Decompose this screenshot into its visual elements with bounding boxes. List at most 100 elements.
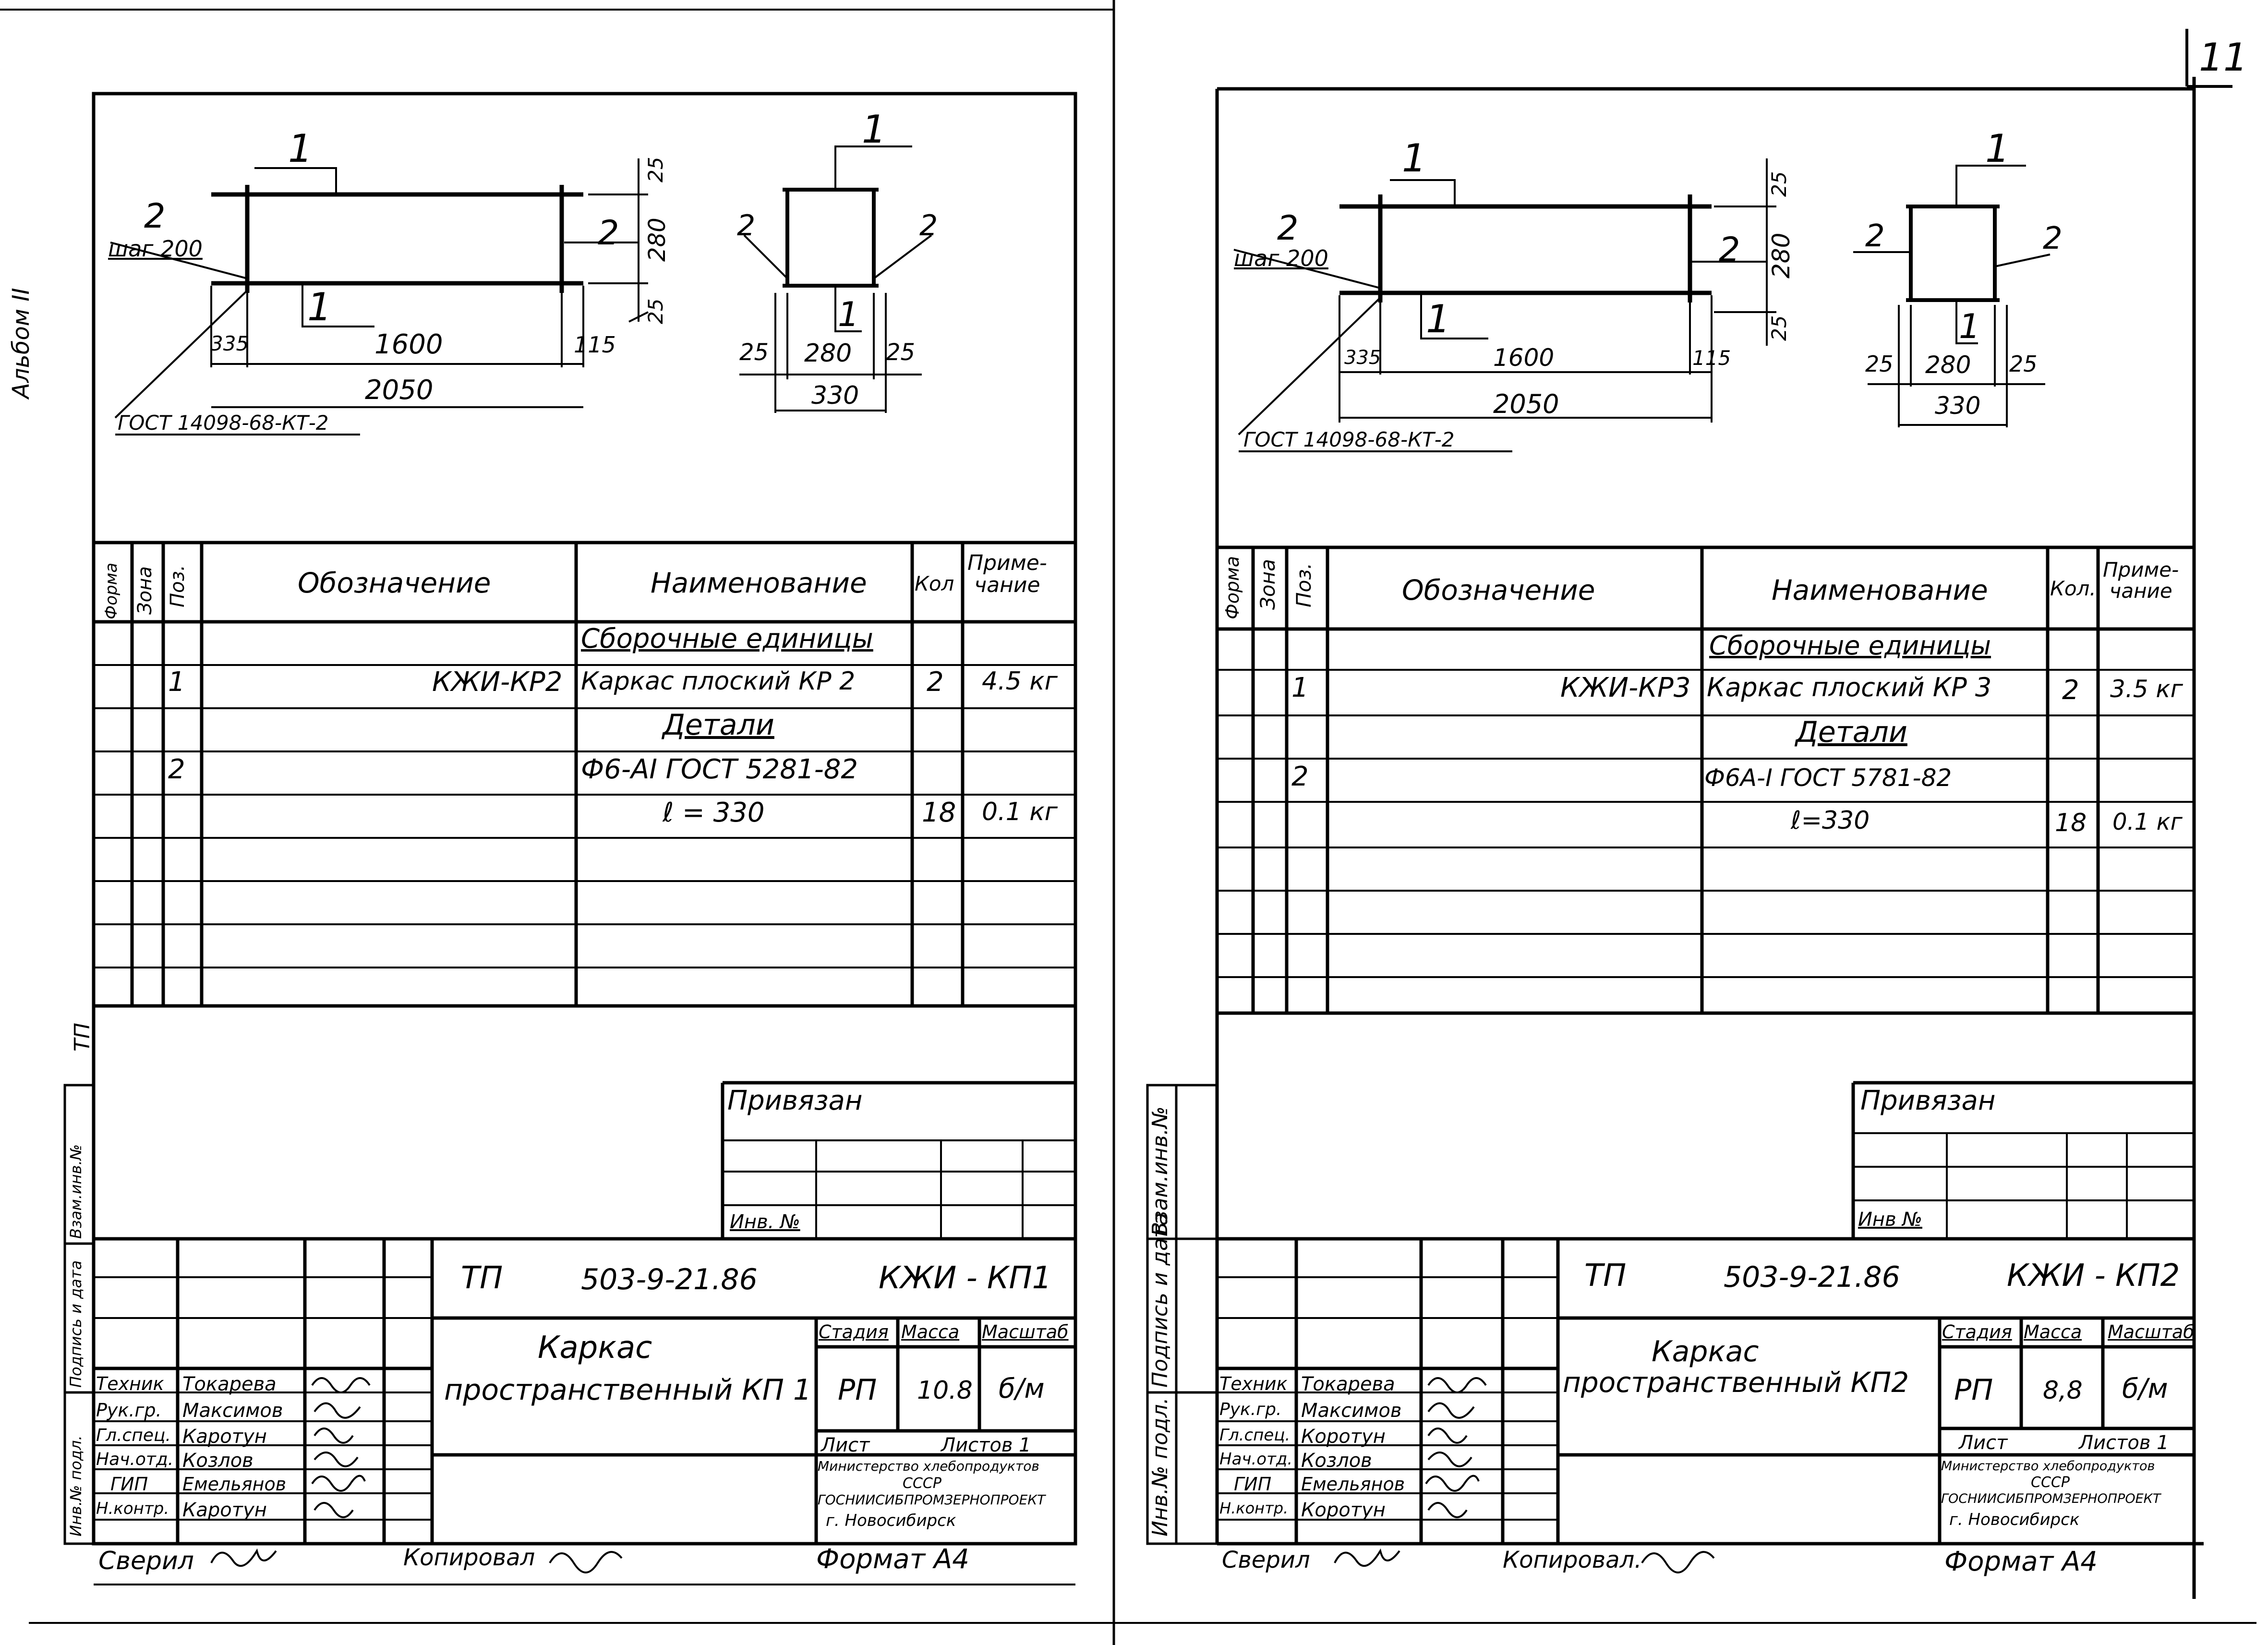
left-dim-335: 335 <box>210 332 249 355</box>
signature-left-sveril <box>210 1548 277 1567</box>
right-name-2: Коротун <box>1301 1426 1386 1448</box>
right-org-4: г. Новосибирск <box>1949 1510 2080 1529</box>
right-mass: 8,8 <box>2043 1376 2083 1405</box>
left-dim-2050: 2050 <box>365 375 434 406</box>
left-sec-25a: 25 <box>739 339 769 366</box>
left-sec-330: 330 <box>811 381 859 410</box>
right-role-0: Техник <box>1219 1373 1288 1394</box>
right-h-kol: Кол. <box>2050 577 2096 600</box>
left-name-1: Максимов <box>182 1400 283 1422</box>
right-sheet: Лист <box>1959 1432 2008 1454</box>
right-name-5: Коротун <box>1301 1499 1386 1521</box>
left-mass: 10.8 <box>917 1376 973 1405</box>
right-number: 503-9-21.86 <box>1724 1260 1900 1294</box>
left-dim-1600: 1600 <box>374 329 443 360</box>
right-org-1: Министерство хлебопродуктов <box>1941 1459 2155 1474</box>
left-inv: Инв. № <box>730 1211 800 1233</box>
signature-left-3 <box>314 1427 354 1444</box>
signature-right-4 <box>1427 1451 1472 1467</box>
signature-left-5 <box>311 1475 366 1492</box>
left-number: 503-9-21.86 <box>581 1263 758 1296</box>
left-tp: ТП <box>461 1260 503 1296</box>
signature-right-6 <box>1427 1502 1468 1518</box>
left-sec-pos1-b: 1 <box>838 295 859 334</box>
right-mass-h: Масса <box>2024 1321 2082 1343</box>
right-sec-25b: 25 <box>2009 351 2038 377</box>
right-r2-ob: КЖИ-КР3 <box>1560 672 1691 703</box>
right-code: КЖИ - КП2 <box>2007 1258 2180 1294</box>
left-stage-h: Стадия <box>819 1321 889 1343</box>
left-org-4: г. Новосибирск <box>826 1511 956 1530</box>
signature-right-5 <box>1425 1475 1480 1492</box>
left-sheets: Листов 1 <box>941 1434 1031 1456</box>
left-role-2: Гл.спец. <box>96 1426 171 1445</box>
left-r2-naim: Каркас плоский КР 2 <box>581 667 856 696</box>
right-drawing-geometry <box>1233 158 2051 452</box>
right-title-2: пространственный КП2 <box>1563 1366 1909 1399</box>
right-org-2: СССР <box>2031 1474 2070 1491</box>
right-role-3: Нач.отд. <box>1219 1450 1293 1469</box>
left-name-3: Козлов <box>182 1450 253 1472</box>
left-privyazan: Привязан <box>727 1085 863 1116</box>
left-code: КЖИ - КП1 <box>879 1260 1052 1296</box>
left-org-2: СССР <box>903 1475 941 1492</box>
right-r5-naim: ℓ=330 <box>1791 806 1870 835</box>
left-role-4: ГИП <box>110 1474 148 1495</box>
left-h-naim: Наименование <box>651 567 867 599</box>
right-gost: ГОСТ 14098-68-КТ-2 <box>1243 428 1455 451</box>
left-name-5: Каротун <box>182 1499 267 1521</box>
left-stage: РП <box>838 1373 877 1407</box>
left-pos2-right: 2 <box>598 213 619 253</box>
right-r2-prim: 3.5 кг <box>2110 675 2183 703</box>
left-h-kol: Кол <box>915 572 954 595</box>
right-r2-naim: Каркас плоский КР 3 <box>1707 672 1992 702</box>
right-sec-pos2-r: 2 <box>2043 221 2063 256</box>
right-dim-1600: 1600 <box>1493 344 1555 372</box>
left-r5-naim: ℓ = 330 <box>663 797 765 828</box>
right-scale: б/м <box>2122 1373 2168 1404</box>
right-dim-2050: 2050 <box>1493 389 1559 419</box>
signature-left-4 <box>314 1451 359 1467</box>
left-pos1-bottom: 1 <box>307 285 332 329</box>
signature-right-1 <box>1427 1377 1487 1393</box>
left-step: шаг 200 <box>108 236 203 262</box>
left-role-5: Н.контр. <box>96 1499 169 1518</box>
left-h-oboz: Обозначение <box>298 567 491 599</box>
right-h-oboz: Обозначение <box>1402 574 1595 606</box>
left-frame <box>63 92 1077 1585</box>
signature-left-1 <box>311 1377 371 1393</box>
left-org-1: Министерство хлебопродуктов <box>818 1458 1039 1474</box>
left-sheet: Лист <box>821 1434 870 1456</box>
signature-left-6 <box>314 1502 354 1518</box>
right-role-1: Рук.гр. <box>1219 1400 1282 1419</box>
left-sec-25b: 25 <box>886 339 916 366</box>
right-pos2: 2 <box>1277 208 1299 248</box>
left-r4-naim: Ф6-АI ГОСТ 5281-82 <box>581 754 858 785</box>
right-stage-h: Стадия <box>1942 1321 2012 1343</box>
left-sec-pos2-l: 2 <box>737 209 756 242</box>
left-pos2: 2 <box>144 196 166 236</box>
left-name-4: Емельянов <box>182 1474 287 1495</box>
right-r1-naim: Сборочные единицы <box>1709 630 1991 661</box>
right-role-4: ГИП <box>1234 1474 1272 1495</box>
left-sec-280: 280 <box>804 339 852 368</box>
right-step: шаг 200 <box>1234 245 1328 271</box>
right-sveril: Сверил <box>1222 1547 1310 1573</box>
right-r2-kol: 2 <box>2062 675 2079 706</box>
left-r2-kol: 2 <box>927 666 944 698</box>
left-format: Формат А4 <box>816 1544 969 1575</box>
right-r5-kol: 18 <box>2055 809 2087 837</box>
right-name-1: Максимов <box>1301 1400 1402 1422</box>
left-role-0: Техник <box>96 1373 164 1394</box>
right-dim-335: 335 <box>1344 347 1381 369</box>
left-r5-prim: 0.1 кг <box>982 798 1058 826</box>
signature-left-kopiroval <box>549 1551 623 1573</box>
left-scale: б/м <box>999 1373 1045 1404</box>
right-r5-prim: 0.1 кг <box>2112 809 2183 835</box>
left-sveril: Сверил <box>98 1547 194 1575</box>
right-scale-h: Масштаб <box>2108 1321 2195 1343</box>
right-tp: ТП <box>1584 1258 1627 1294</box>
right-sec-pos2-l: 2 <box>1865 218 1885 254</box>
left-r2-ob: КЖИ-КР2 <box>432 666 563 698</box>
right-name-3: Козлов <box>1301 1450 1372 1472</box>
